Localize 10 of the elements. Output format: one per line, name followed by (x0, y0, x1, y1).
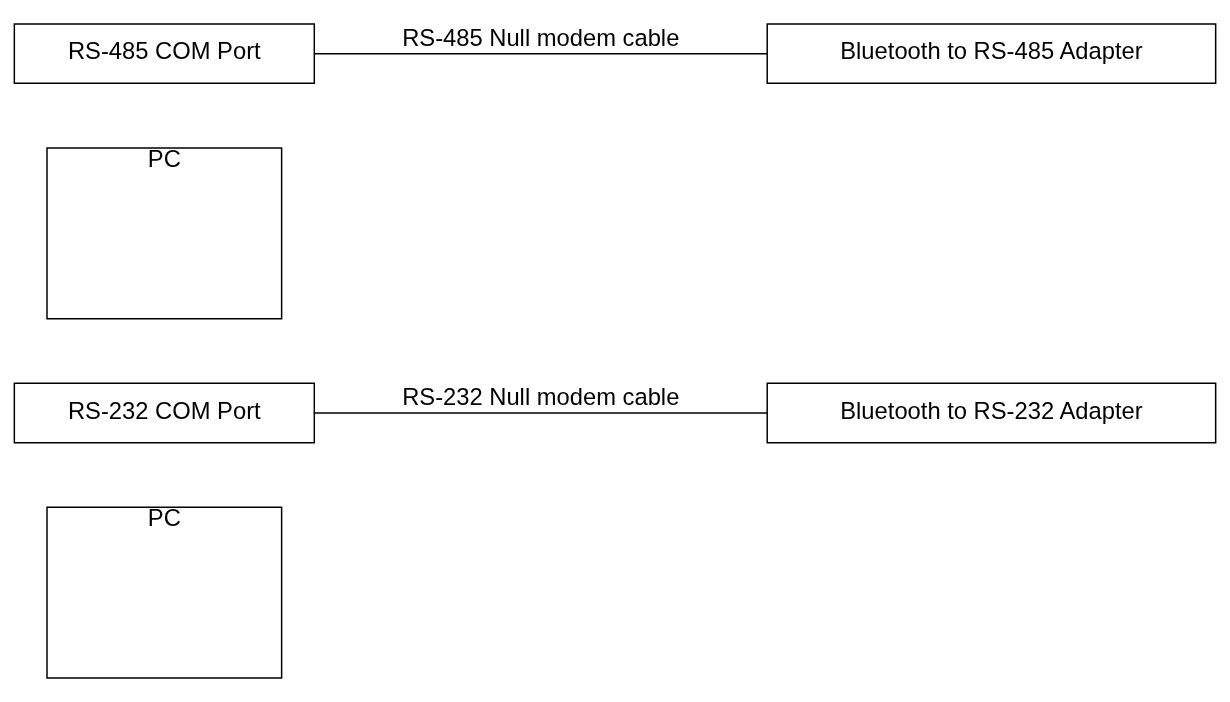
node-box: Bluetooth to RS-485 Adapter (766, 23, 1217, 85)
node-box: RS-232 COM Port (13, 382, 316, 444)
connector (313, 52, 768, 55)
connector (313, 412, 768, 414)
edge-label: RS-485 Null modem cable (402, 23, 680, 51)
node-box: RS-485 COM Port (13, 23, 316, 85)
node-box: PC (46, 506, 283, 679)
node-box: Bluetooth to RS-232 Adapter (766, 382, 1217, 444)
edge-label: RS-232 Null modem cable (402, 383, 680, 411)
node-box: PC (46, 147, 283, 320)
